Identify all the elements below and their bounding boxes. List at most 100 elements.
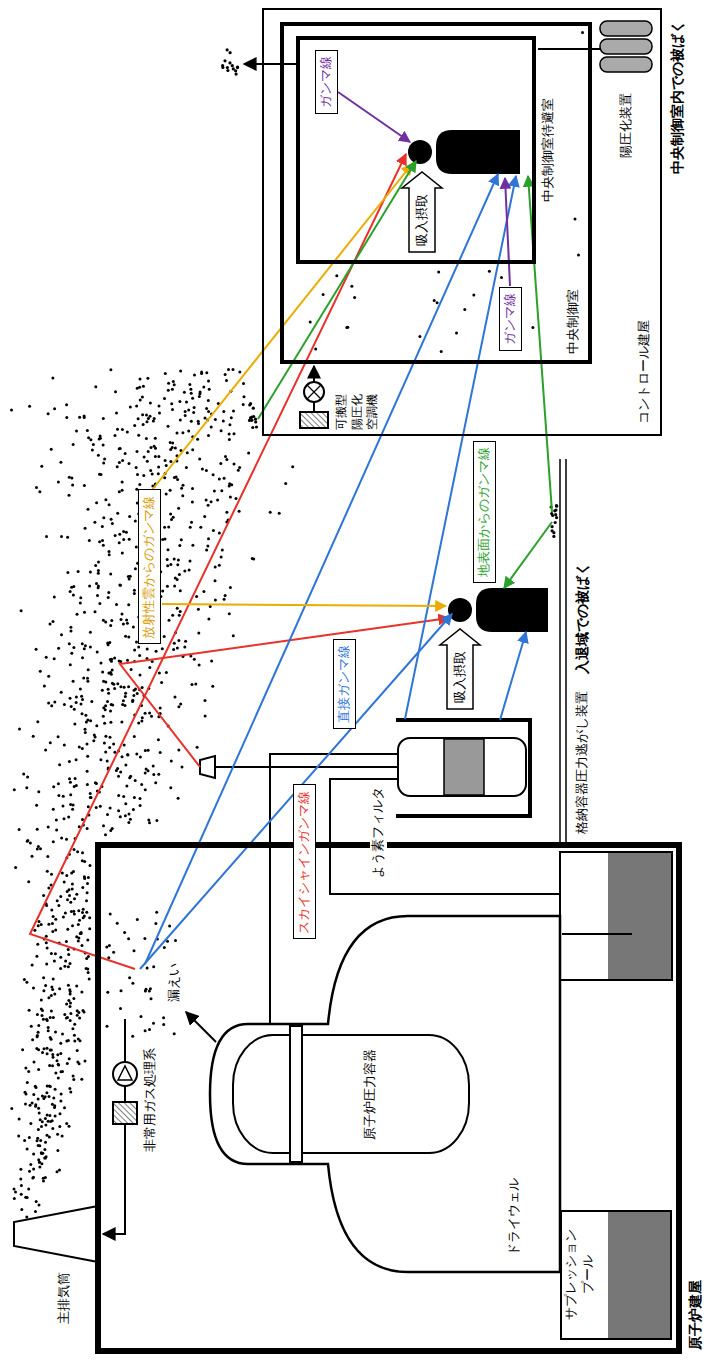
particle-dot	[155, 819, 158, 822]
particle-dot	[198, 395, 201, 398]
particle-dot	[189, 560, 192, 563]
particle-dot	[133, 649, 136, 652]
particle-dot	[89, 864, 92, 867]
particle-dot	[42, 1180, 45, 1183]
gamma-ray-line	[120, 618, 449, 767]
particle-dot	[39, 670, 42, 673]
particle-dot	[58, 987, 61, 990]
particle-dot	[113, 751, 116, 754]
particle-dot	[50, 873, 53, 876]
particle-dot	[54, 1088, 57, 1091]
particle-dot	[65, 874, 68, 877]
particle-dot	[187, 429, 190, 432]
particle-dot	[81, 656, 84, 659]
particle-dot	[249, 402, 252, 405]
particle-dot	[238, 466, 241, 469]
particle-dot	[17, 1135, 20, 1138]
particle-dot	[350, 285, 353, 288]
particle-dot	[76, 613, 79, 616]
particle-dot	[204, 416, 207, 419]
particle-dot	[46, 1084, 49, 1087]
vent-pipes	[215, 766, 398, 768]
particle-dot	[94, 385, 97, 388]
particle-dot	[115, 603, 118, 606]
ground-line	[559, 459, 561, 842]
particle-dot	[100, 661, 103, 664]
particle-dot	[114, 434, 117, 437]
particle-dot	[174, 696, 177, 699]
particle-dot	[127, 636, 130, 639]
particle-dot	[107, 591, 110, 594]
particle-dot	[440, 350, 443, 353]
particle-dot	[110, 518, 113, 521]
pool-water	[608, 1212, 670, 1338]
particle-dot	[463, 308, 466, 311]
particle-dot	[96, 594, 99, 597]
particle-dot	[37, 1031, 40, 1034]
particle-dot	[46, 1134, 49, 1137]
particle-dot	[127, 603, 130, 606]
particle-dot	[148, 666, 151, 669]
particle-dot	[41, 1120, 44, 1123]
particle-dot	[436, 301, 439, 304]
particle-dot	[158, 671, 161, 674]
particle-dot	[86, 770, 89, 773]
particle-dot	[284, 482, 287, 485]
particle-dot	[137, 417, 140, 420]
particle-dot	[335, 274, 338, 277]
particle-dot	[555, 516, 558, 519]
particle-dot	[67, 965, 70, 968]
particle-dot	[57, 735, 60, 738]
particle-dot	[56, 1149, 59, 1152]
particle-dot	[72, 594, 75, 597]
gas-treatment-system	[113, 1102, 137, 1124]
particle-dot	[147, 769, 150, 772]
particle-dot	[24, 1102, 27, 1105]
particle-dot	[144, 749, 147, 752]
particle-dot	[107, 956, 110, 959]
particle-dot	[77, 936, 80, 939]
particle-dot	[80, 703, 83, 706]
particle-dot	[50, 908, 53, 911]
person-refuge	[408, 130, 520, 174]
particle-dot	[157, 472, 160, 475]
particle-dot	[137, 645, 140, 648]
particle-dot	[134, 520, 137, 523]
gas-treatment-system	[124, 1019, 126, 1062]
particle-dot	[226, 69, 229, 72]
particle-dot	[35, 804, 38, 807]
particle-dot	[65, 1003, 68, 1006]
particle-dot	[69, 793, 72, 796]
particle-dot	[83, 860, 86, 863]
particle-dot	[31, 1177, 34, 1180]
particle-dot	[131, 700, 134, 703]
particle-dot	[202, 385, 205, 388]
particle-dot	[139, 756, 142, 759]
particle-dot	[207, 399, 210, 402]
particle-dot	[111, 682, 114, 685]
particle-dot	[28, 1009, 31, 1012]
particle-dot	[26, 1196, 29, 1199]
particle-dot	[223, 477, 226, 480]
particle-dot	[52, 808, 55, 811]
particle-dot	[14, 1191, 17, 1194]
particle-dot	[58, 1125, 61, 1128]
particle-dot	[49, 1085, 52, 1088]
particle-dot	[59, 956, 62, 959]
particle-dot	[139, 378, 142, 381]
particle-dot	[242, 403, 245, 406]
particle-dot	[52, 1096, 55, 1099]
particle-dot	[82, 908, 85, 911]
particle-dot	[136, 450, 139, 453]
particle-dot	[181, 766, 184, 769]
particle-dot	[34, 1103, 37, 1106]
particle-dot	[176, 647, 179, 650]
particle-dot	[173, 585, 176, 588]
particle-dot	[91, 449, 94, 452]
particle-dot	[161, 538, 164, 541]
particle-dot	[214, 579, 217, 582]
particle-dot	[76, 1049, 79, 1052]
particle-dot	[121, 481, 124, 484]
particle-dot	[205, 549, 208, 552]
particle-dot	[163, 526, 166, 529]
